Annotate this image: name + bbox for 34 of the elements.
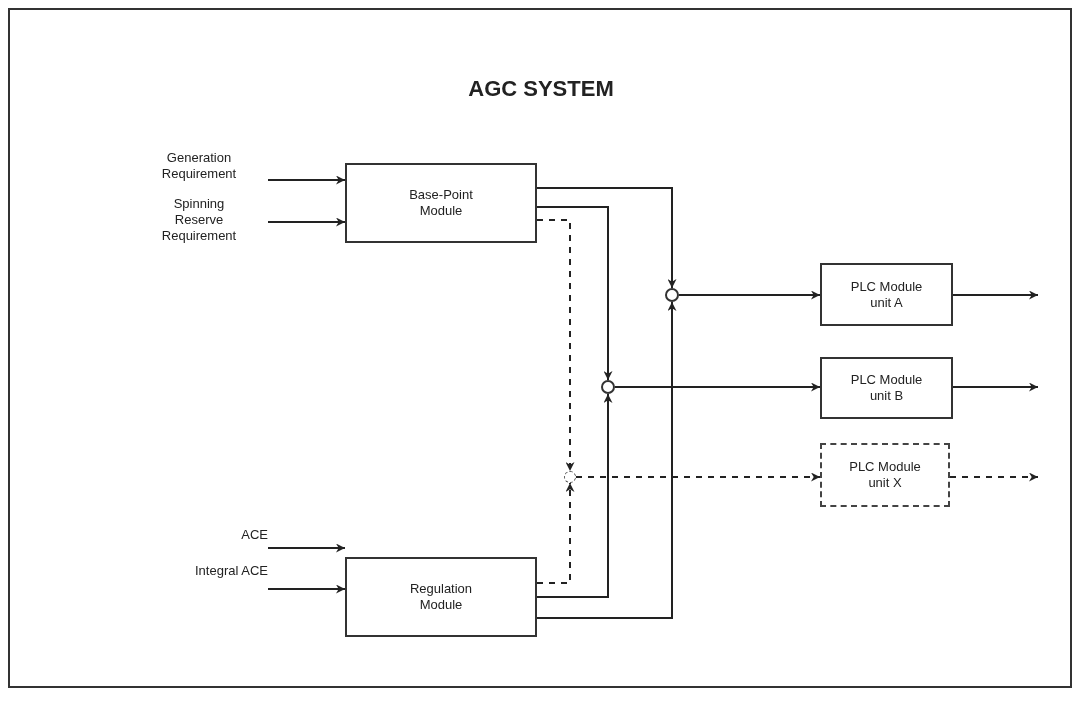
- dashed-arrow: [536, 219, 575, 472]
- module-box: [820, 263, 953, 326]
- module-label: Regulation Module: [408, 581, 474, 613]
- arrow: [536, 206, 613, 381]
- diagram-title: AGC SYSTEM: [468, 76, 614, 102]
- module-box: [345, 163, 537, 243]
- module-box: [345, 557, 537, 637]
- input-label: Generation Requirement: [160, 150, 238, 182]
- module-label: Base-Point Module: [408, 187, 474, 219]
- arrow: [614, 382, 821, 392]
- arrow: [267, 543, 346, 553]
- dashed-arrow: [575, 472, 821, 482]
- input-label: Spinning Reserve Requirement: [160, 196, 238, 244]
- module-box: [820, 357, 953, 419]
- module-label: PLC Module unit B: [849, 372, 924, 404]
- arrow: [267, 217, 346, 227]
- input-label: ACE: [241, 527, 268, 543]
- arrow: [267, 584, 346, 594]
- arrow: [536, 301, 677, 619]
- arrow: [536, 393, 613, 598]
- module-label: PLC Module unit X: [848, 459, 922, 491]
- arrow: [952, 382, 1039, 392]
- arrow: [267, 175, 346, 185]
- module-label: PLC Module unit A: [849, 278, 924, 311]
- junction-point: [564, 471, 576, 483]
- arrow: [678, 290, 821, 300]
- summing-junction: [665, 288, 679, 302]
- module-box: [820, 443, 950, 507]
- arrow: [952, 290, 1039, 300]
- summing-junction: [601, 380, 615, 394]
- dashed-arrow: [949, 472, 1039, 482]
- dashed-arrow: [536, 482, 575, 584]
- arrow: [536, 187, 677, 289]
- input-label: Integral ACE: [195, 563, 268, 579]
